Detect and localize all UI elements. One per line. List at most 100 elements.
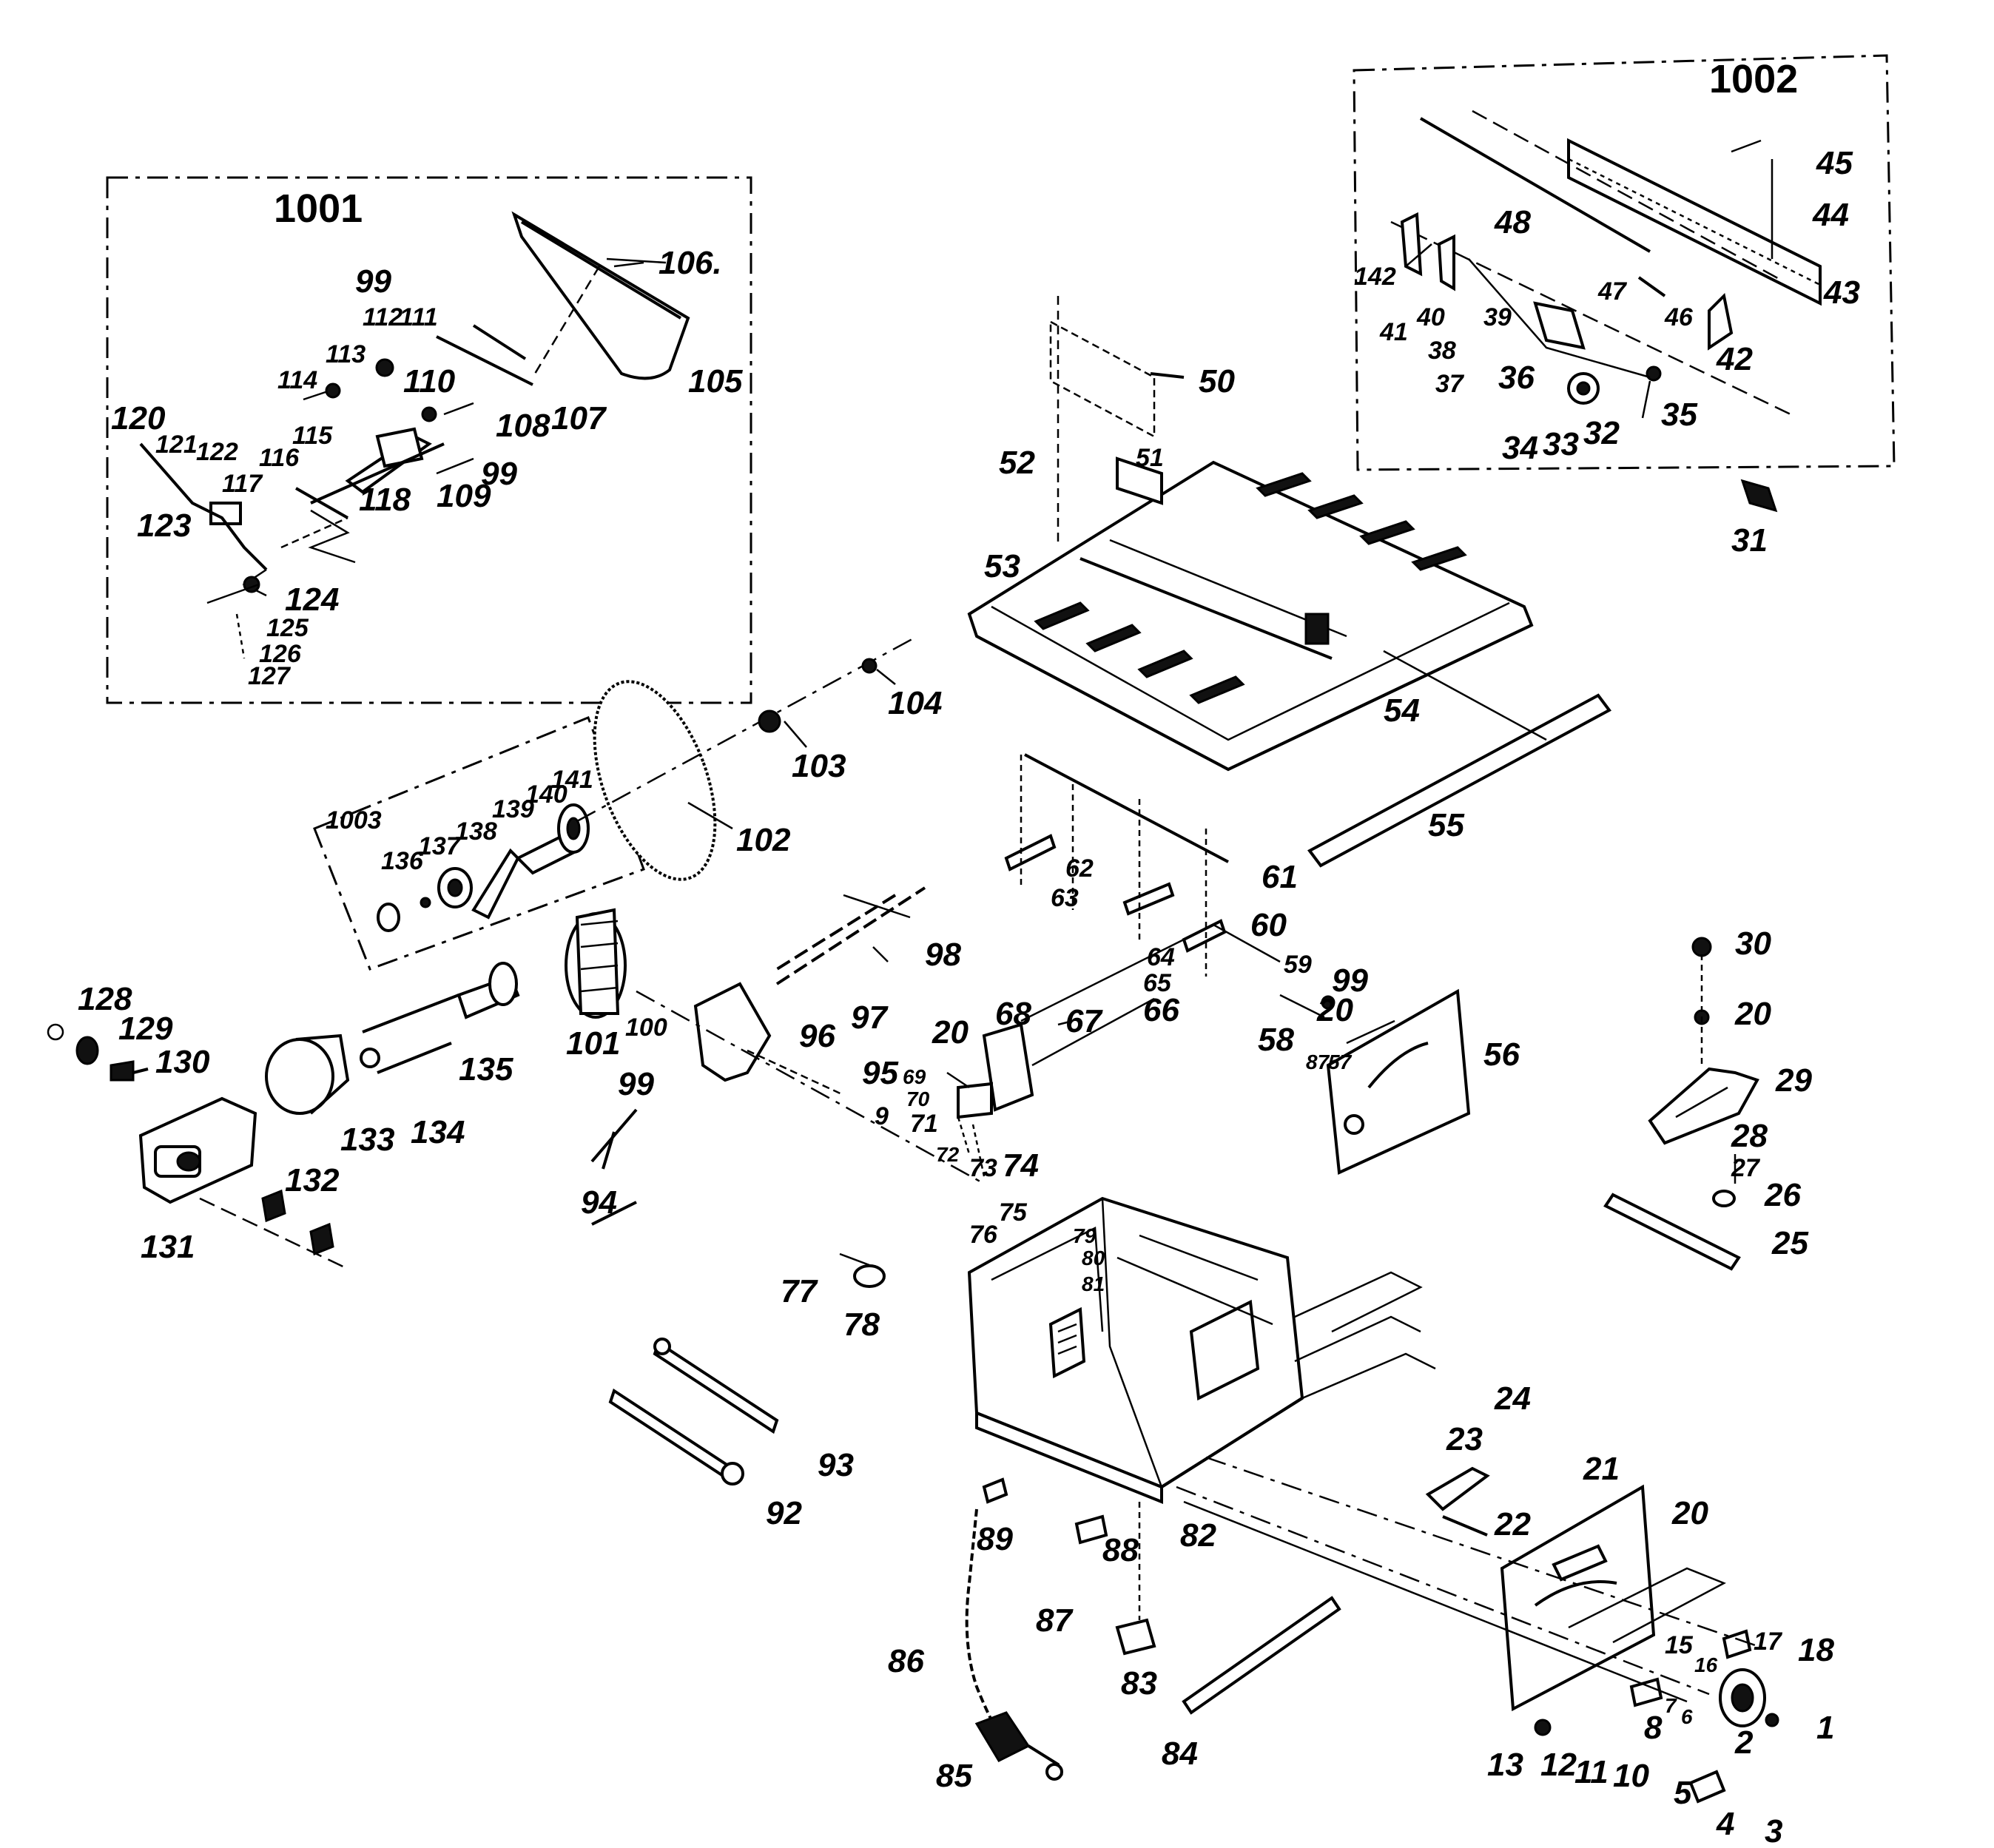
label-51: 51 <box>1136 444 1164 472</box>
label-4: 4 <box>1716 1806 1734 1842</box>
label-118: 118 <box>359 482 411 518</box>
label-50: 50 <box>1199 363 1235 399</box>
label-12: 12 <box>1540 1747 1577 1783</box>
label-134: 134 <box>411 1114 465 1150</box>
label-31: 31 <box>1731 522 1768 559</box>
label-77: 77 <box>781 1273 818 1309</box>
label-44: 44 <box>1812 197 1849 233</box>
label-128: 128 <box>78 981 132 1017</box>
label-108: 108 <box>496 408 550 444</box>
label-62: 62 <box>1065 854 1094 883</box>
side-plate <box>1279 988 1471 1175</box>
label-16: 16 <box>1694 1653 1718 1676</box>
power-cord <box>965 1477 1341 1781</box>
miter-gauge <box>1603 937 1759 1271</box>
label-27: 27 <box>1731 1154 1761 1182</box>
label-61: 61 <box>1262 859 1298 895</box>
trunnion-assembly <box>590 886 1155 1288</box>
label-68: 68 <box>995 996 1031 1032</box>
label-40: 40 <box>1416 303 1445 331</box>
label-8: 8 <box>1644 1710 1663 1746</box>
label-58: 58 <box>1258 1022 1294 1058</box>
label-25: 25 <box>1771 1225 1808 1261</box>
label-47: 47 <box>1597 277 1628 306</box>
label-6: 6 <box>1681 1705 1693 1728</box>
label-126: 126 <box>259 640 302 668</box>
table-slots <box>1034 472 1467 704</box>
label-32: 32 <box>1583 415 1620 451</box>
label-38: 38 <box>1428 337 1456 365</box>
label-93: 93 <box>818 1447 854 1483</box>
label-45: 45 <box>1816 145 1853 181</box>
saw-blade <box>593 680 717 881</box>
saw-blade-assembly <box>576 635 918 881</box>
group-label-1001: 1001 <box>274 186 363 231</box>
label-15: 15 <box>1665 1631 1694 1659</box>
label-17: 17 <box>1754 1628 1783 1656</box>
label-59: 59 <box>1284 951 1312 979</box>
label-60: 60 <box>1250 907 1287 943</box>
label-64: 64 <box>1147 943 1175 971</box>
label-41: 41 <box>1379 318 1408 346</box>
label-30: 30 <box>1735 925 1771 962</box>
label-131: 131 <box>141 1229 195 1265</box>
label-142: 142 <box>1354 263 1396 291</box>
label-67: 67 <box>1065 1003 1103 1039</box>
label-111: 111 <box>400 303 438 331</box>
motor-assembly <box>47 908 627 1270</box>
label-83: 83 <box>1121 1665 1157 1702</box>
label-36: 36 <box>1498 360 1535 396</box>
label-138: 138 <box>455 817 497 846</box>
label-99b: 99 <box>481 456 517 492</box>
label-120: 120 <box>111 400 166 436</box>
assembly-1001-box: 1001 <box>106 176 752 704</box>
label-53: 53 <box>984 548 1020 584</box>
label-88: 88 <box>1102 1532 1139 1568</box>
label-54: 54 <box>1384 692 1420 729</box>
label-28: 28 <box>1731 1118 1768 1154</box>
label-141: 141 <box>551 766 593 794</box>
label-22: 22 <box>1494 1506 1531 1542</box>
label-65: 65 <box>1143 969 1172 997</box>
part-labels: 1 2 3 4 5 6 7 8 9 10 11 12 13 15 16 17 1… <box>78 145 1860 1848</box>
label-20c: 20 <box>1734 996 1771 1032</box>
label-20a: 20 <box>932 1014 969 1051</box>
label-86: 86 <box>888 1643 924 1679</box>
front-panel <box>1500 1484 1656 1712</box>
label-33: 33 <box>1543 426 1579 462</box>
assembly-1002-box: 1002 <box>1353 54 1896 513</box>
label-112: 112 <box>363 303 402 331</box>
label-75: 75 <box>999 1198 1028 1227</box>
label-110: 110 <box>403 363 456 399</box>
label-18: 18 <box>1798 1632 1834 1668</box>
label-11: 11 <box>1574 1754 1609 1790</box>
label-2: 2 <box>1734 1724 1754 1761</box>
label-78: 78 <box>843 1306 880 1343</box>
label-20d: 20 <box>1671 1495 1708 1531</box>
label-94: 94 <box>581 1184 617 1221</box>
label-89: 89 <box>977 1521 1013 1557</box>
label-26: 26 <box>1764 1177 1801 1213</box>
label-29: 29 <box>1775 1062 1812 1099</box>
label-102: 102 <box>736 822 791 858</box>
label-63: 63 <box>1051 884 1079 912</box>
label-5: 5 <box>1674 1775 1692 1811</box>
label-84: 84 <box>1162 1736 1198 1772</box>
label-132: 132 <box>285 1162 340 1198</box>
label-127: 127 <box>248 662 292 690</box>
label-56: 56 <box>1483 1036 1520 1073</box>
label-34: 34 <box>1502 430 1538 466</box>
label-24: 24 <box>1494 1380 1531 1417</box>
rail-brackets <box>1004 753 1281 1022</box>
group-label-1002: 1002 <box>1709 57 1798 101</box>
label-130: 130 <box>155 1044 210 1080</box>
label-140: 140 <box>525 780 567 809</box>
label-48: 48 <box>1494 204 1531 240</box>
base-cabinet <box>967 1196 1304 1504</box>
label-1003: 1003 <box>326 806 382 834</box>
label-80: 80 <box>1082 1247 1105 1269</box>
label-124: 124 <box>285 581 339 618</box>
label-125: 125 <box>266 614 309 642</box>
label-71: 71 <box>910 1110 938 1138</box>
label-55: 55 <box>1428 807 1464 843</box>
